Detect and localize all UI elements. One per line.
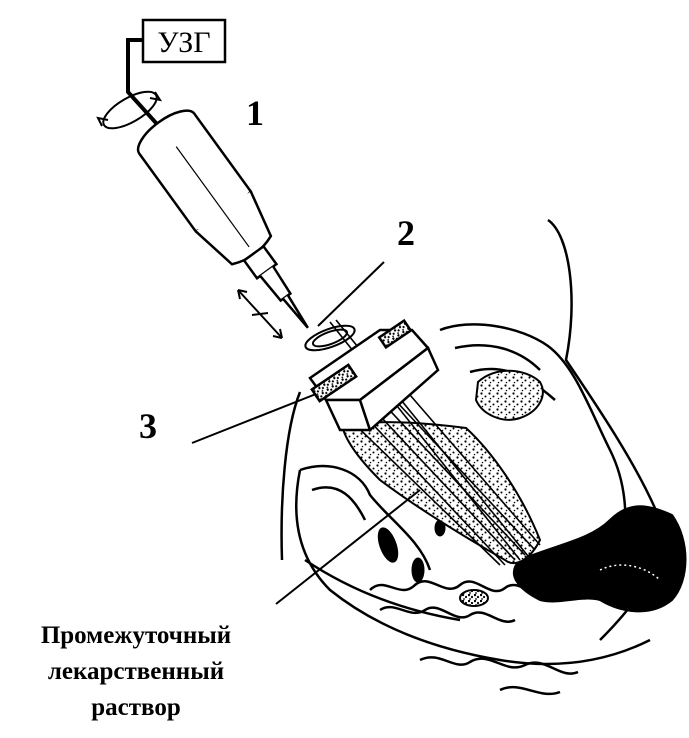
callout-2-leader xyxy=(318,262,384,326)
caption-line-1: Промежуточный xyxy=(0,618,272,654)
callout-3-leader xyxy=(192,394,316,443)
drug-solution-caption: Промежуточный лекарственный раствор xyxy=(0,618,272,726)
generator-box: УЗГ xyxy=(143,20,225,62)
callout-3: 3 xyxy=(139,406,157,446)
caption-line-2: лекарственный xyxy=(0,654,272,690)
dark-lumen-region xyxy=(514,506,686,611)
drug-solution-region xyxy=(342,422,540,563)
caption-leader xyxy=(276,490,420,604)
caption-line-3: раствор xyxy=(0,690,272,726)
needle-guide-holder xyxy=(310,321,438,430)
callout-2: 2 xyxy=(397,213,415,253)
generator-label: УЗГ xyxy=(157,26,210,59)
reciprocating-arrow-icon xyxy=(238,290,282,338)
callout-1: 1 xyxy=(246,93,264,133)
ultrasonic-handpiece xyxy=(131,102,335,347)
upper-stippled-region xyxy=(476,371,543,420)
